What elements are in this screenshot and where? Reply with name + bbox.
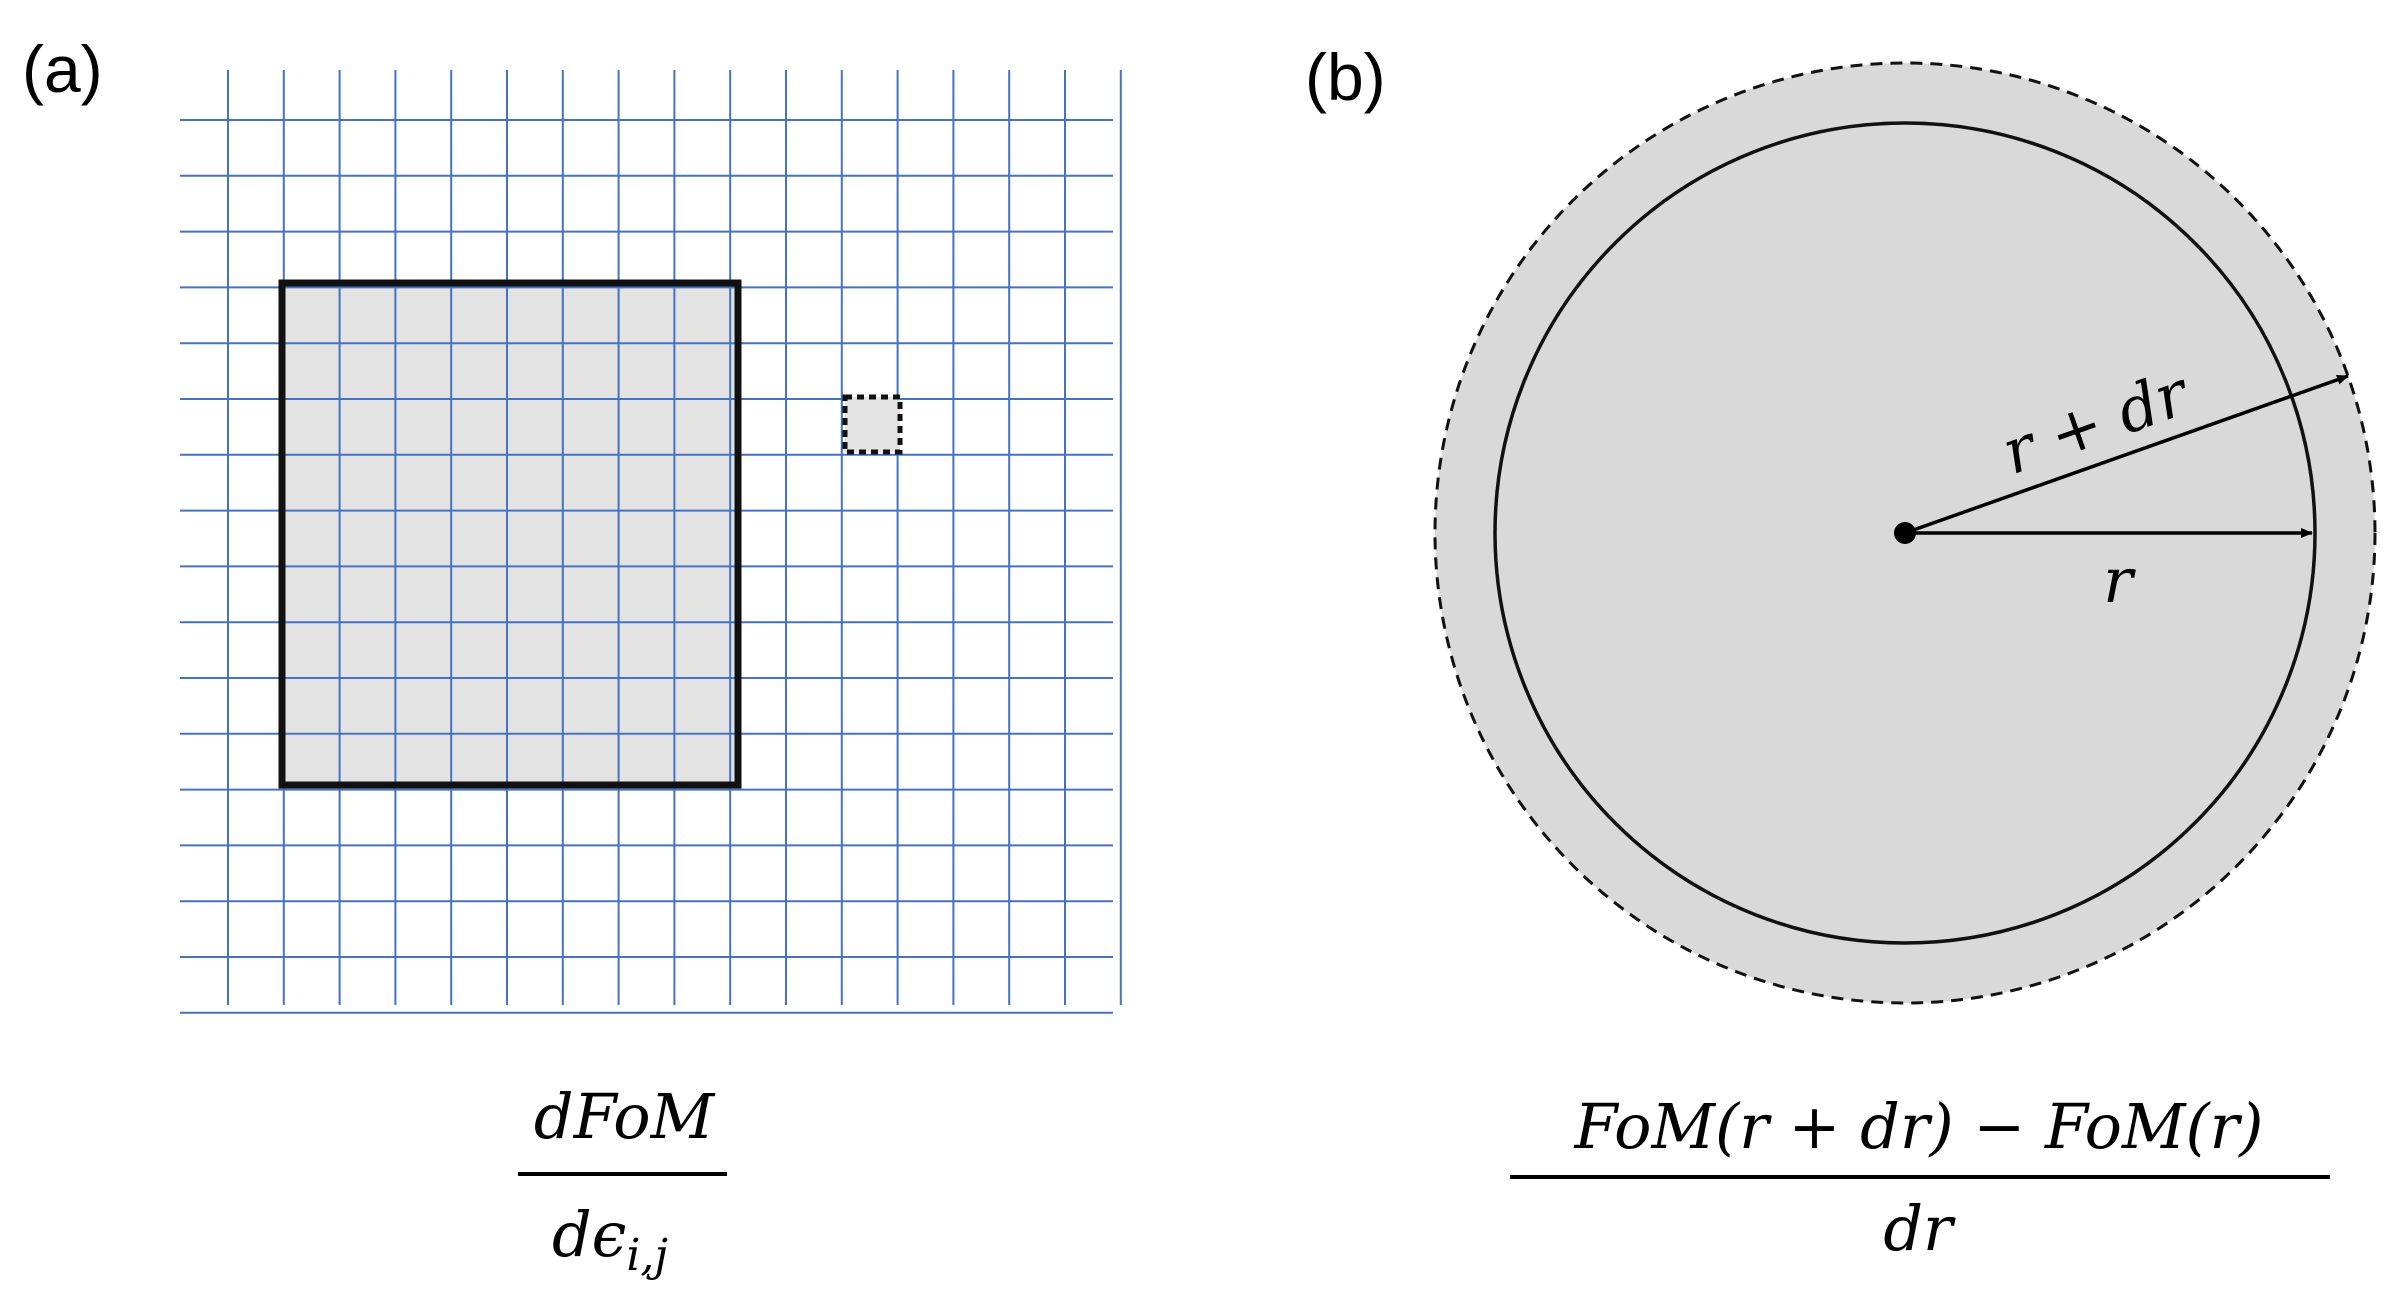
design-region-fill xyxy=(282,283,738,785)
formula-b: FoM(r + dr) − FoM(r) dr xyxy=(1510,1090,2330,1265)
outer-radius-arrow xyxy=(1904,374,2349,535)
inner-radius-label: r xyxy=(2103,544,2136,617)
perturbed-pixel xyxy=(842,394,903,455)
panel-b-label: (b) xyxy=(1305,40,1386,114)
formula-a-denominator-base: dϵ xyxy=(552,1198,626,1271)
formula-a-denominator-subscript: i,j xyxy=(626,1230,668,1281)
panel-a-label: (a) xyxy=(22,32,103,106)
panel-a: (a) dFoM dϵi,j xyxy=(22,32,1122,1281)
formula-b-numerator: FoM(r + dr) − FoM(r) xyxy=(1574,1090,2264,1163)
formula-a-denominator: dϵi,j xyxy=(552,1198,668,1281)
formula-a-numerator: dFoM xyxy=(534,1080,716,1153)
panel-b: (b) r + dr r FoM(r + dr) − FoM(r) dr xyxy=(1305,40,2377,1265)
design-region-outline xyxy=(278,279,742,789)
mesh-grid xyxy=(180,70,1122,1014)
formula-a: dFoM dϵi,j xyxy=(518,1080,727,1281)
formula-b-denominator: dr xyxy=(1883,1192,1956,1265)
